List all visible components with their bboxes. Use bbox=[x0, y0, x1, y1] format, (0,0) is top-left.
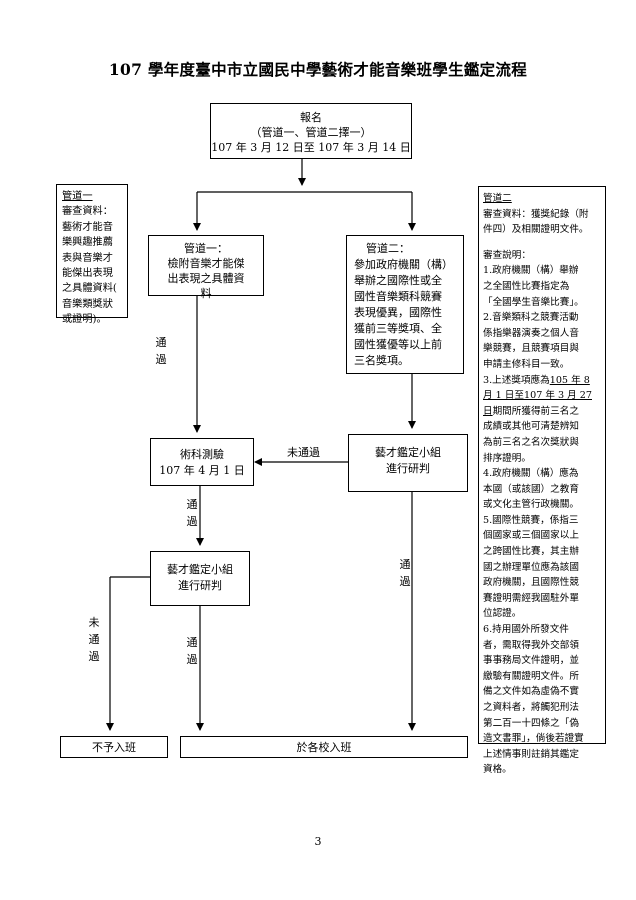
right-note-item3: 排序證明。 bbox=[483, 452, 531, 464]
left-note-line: 表與音樂才 bbox=[62, 252, 113, 264]
left-note-line: 音樂類獎狀 bbox=[62, 298, 113, 310]
left-note-line: 審查資料： bbox=[62, 206, 113, 218]
right-note-item2: 樂競賽，且競賽項目與 bbox=[483, 343, 579, 355]
review-group-right-box: 藝才鑑定小組 進行研判 bbox=[348, 434, 468, 492]
channel1-line: 出表現之具體資 bbox=[167, 272, 245, 285]
right-note-item4: 4.政府機關（構）應為 bbox=[483, 468, 579, 480]
right-note-item3: 日期間所獲得前三名之 bbox=[483, 404, 605, 420]
result-reject-label: 不予入班 bbox=[92, 741, 136, 754]
left-note-line: 藝術才能音 bbox=[62, 221, 113, 233]
right-note-item2: 2.音樂類科之競賽活動 bbox=[483, 312, 579, 324]
channel2-line: 國性獲優等以上前 bbox=[354, 338, 442, 351]
right-note-explain-heading: 審查說明： bbox=[483, 249, 531, 261]
right-note-item5: 國之辦理單位應為該國 bbox=[483, 561, 579, 573]
right-note-item1: 1.政府機關（構）舉辦 bbox=[483, 265, 579, 277]
label-pass-channel1: 通過 bbox=[155, 336, 167, 366]
left-note-line: 或證明)。 bbox=[62, 314, 107, 326]
right-note-materials: 審查資料：獲獎紀錄（附 bbox=[483, 208, 589, 220]
channel1-line: 料 bbox=[200, 287, 212, 300]
channel1-line: 管道一： bbox=[184, 242, 228, 255]
register-channels: （管道一、管道二擇一） bbox=[250, 126, 372, 139]
review-left-line1: 藝才鑑定小組 bbox=[167, 563, 233, 576]
register-title: 報名 bbox=[300, 111, 322, 124]
right-note-item5: 個國家或三個國家以上 bbox=[483, 530, 579, 542]
label-not-pass: 未通過 bbox=[88, 616, 100, 663]
right-note-item3: 為前三名之名次獎狀與 bbox=[483, 436, 579, 448]
right-note-item2: 係指樂器演奏之個人音 bbox=[483, 327, 579, 339]
right-note-item6: 6.持用國外所發文件 bbox=[483, 624, 569, 636]
right-note-item3: 成績或其他可清楚辨知 bbox=[483, 421, 579, 433]
channel2-line: 獲前三等獎項、全 bbox=[354, 322, 442, 335]
right-note-item6: 資格。 bbox=[483, 764, 512, 776]
page-number: 3 bbox=[314, 835, 322, 848]
result-admit-box: 於各校入班 bbox=[180, 736, 468, 758]
review-right-line1: 藝才鑑定小組 bbox=[375, 446, 441, 459]
right-note-item1: 「全國學生音樂比賽」。 bbox=[483, 296, 584, 308]
item3-date2b: 107 年 3 月 27 bbox=[523, 390, 592, 402]
right-note-item5: 賽證明需經我國駐外單 bbox=[483, 592, 579, 604]
right-note-item6: 事事務局文件證明，並 bbox=[483, 655, 579, 667]
test-box: 術科測驗 107 年 4 月 1 日 bbox=[150, 438, 254, 486]
item3-date1: 105 年 8 bbox=[549, 374, 590, 386]
right-note-item6: 造文書罪」，倘後若證實 bbox=[483, 733, 584, 745]
right-note-item4: 或文化主管行政機關。 bbox=[483, 499, 579, 511]
right-note-item6: 之資料者，將觸犯刑法 bbox=[483, 702, 579, 713]
channel1-line: 檢附音樂才能傑 bbox=[167, 257, 245, 270]
right-note-item6: 者，需取得我外交部領 bbox=[483, 639, 579, 651]
review-left-line2: 進行研判 bbox=[178, 579, 222, 592]
left-note-line: 能傑出表現 bbox=[62, 268, 113, 280]
channel2-line: 三名獎項。 bbox=[354, 354, 409, 367]
register-date: 107 年 3 月 12 日至 107 年 3 月 14 日 bbox=[211, 141, 411, 154]
left-note-box: 管道一 審查資料： 藝術才能音 樂興趣推薦 表與音樂才 能傑出表現 之具體資料(… bbox=[56, 184, 128, 325]
item3-date3: 日 bbox=[483, 405, 493, 417]
label-fail-horizontal: 未通過 bbox=[287, 446, 320, 459]
right-note-item4: 本國（或該國）之教育 bbox=[483, 483, 579, 495]
right-note-materials: 件四）及相關證明文件。 bbox=[483, 224, 589, 236]
left-note-line: 樂興趣推薦 bbox=[62, 237, 113, 249]
test-date: 107 年 4 月 1 日 bbox=[159, 464, 245, 477]
right-note-item5: 政府機關，且國際性競 bbox=[483, 577, 579, 589]
right-note-item5: 之跨國性比賽，其主辦 bbox=[483, 546, 579, 558]
channel2-line: 舉辦之國際性或全 bbox=[354, 274, 442, 287]
channel2-heading: 管道二： bbox=[366, 242, 410, 255]
item3-date2a: 月 1 日至 bbox=[483, 390, 524, 402]
channel1-box: 管道一： 檢附音樂才能傑 出表現之具體資 料 bbox=[148, 235, 264, 300]
channel2-line: 國性音樂類科競賽 bbox=[354, 290, 442, 303]
right-note-item5: 5.國際性競賽，係指三 bbox=[483, 514, 579, 526]
right-note-box: 管道二 審查資料：獲獎紀錄（附 件四）及相關證明文件。 審查說明： 1.政府機關… bbox=[478, 186, 606, 775]
channel2-box: 管道二： 參加政府機關（構） 舉辦之國際性或全 國性音樂類科競賽 表現優異，國際… bbox=[346, 235, 464, 374]
register-box: 報名 （管道一、管道二擇一） 107 年 3 月 12 日至 107 年 3 月… bbox=[210, 103, 412, 159]
right-note-item3: 3.上述獎項應為105 年 8 bbox=[483, 373, 605, 389]
item3-rest-first: 期間所獲得前三名之 bbox=[492, 405, 579, 417]
right-note-item5: 位認證。 bbox=[483, 608, 522, 620]
test-title: 術科測驗 bbox=[180, 448, 224, 461]
result-reject-box: 不予入班 bbox=[60, 736, 168, 758]
right-note-item6: 備之文件如為虛偽不實 bbox=[483, 686, 579, 698]
item3-prefix: 3.上述獎項應為 bbox=[483, 374, 550, 386]
right-note-item1: 之全國性比賽指定為 bbox=[483, 280, 570, 292]
channel2-line: 表現優異，國際性 bbox=[354, 306, 442, 319]
left-note-heading: 管道一 bbox=[62, 191, 93, 202]
channel2-line: 參加政府機關（構） bbox=[354, 258, 453, 271]
page-title: 107 學年度臺中市立國民中學藝術才能音樂班學生鑑定流程 bbox=[108, 60, 528, 79]
right-note-item6: 繳驗有關證明文件。所 bbox=[483, 670, 579, 682]
right-note-heading: 管道二 bbox=[483, 193, 512, 204]
right-note-item6: 第二百一十四條之「偽 bbox=[483, 717, 579, 729]
review-right-line2: 進行研判 bbox=[386, 462, 430, 475]
left-note-line: 之具體資料( bbox=[62, 283, 117, 295]
right-note-item6: 上述情事則註銷其鑑定 bbox=[483, 748, 579, 760]
right-note-item3: 月 1 日至107 年 3 月 27 bbox=[483, 388, 605, 404]
result-admit-label: 於各校入班 bbox=[296, 741, 352, 754]
right-note-item2: 申請主修科目一致。 bbox=[483, 358, 570, 370]
review-group-left-box: 藝才鑑定小組 進行研判 bbox=[150, 551, 250, 606]
label-pass-admit: 通過 bbox=[186, 636, 198, 666]
label-pass-right: 通過 bbox=[399, 558, 411, 588]
label-pass-test: 通過 bbox=[186, 498, 198, 528]
